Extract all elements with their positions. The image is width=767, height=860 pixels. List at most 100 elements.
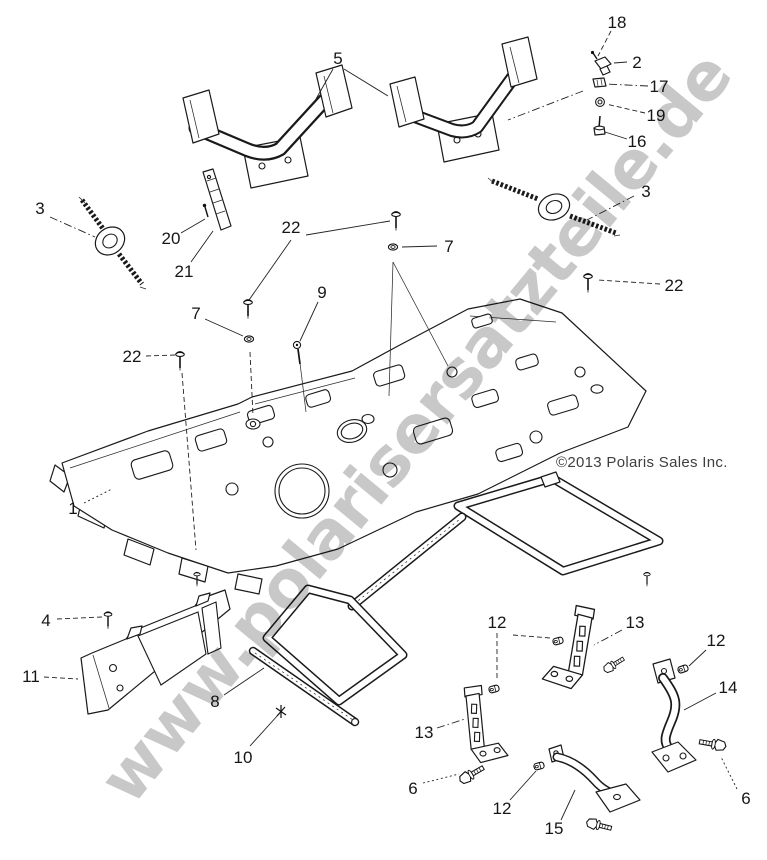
- clip-12-a: [551, 636, 565, 646]
- callout-13-lower: 13: [415, 723, 434, 742]
- callout-6-left: 6: [408, 779, 417, 798]
- bracket-13-lower: [463, 684, 509, 764]
- leader-16: [604, 131, 628, 140]
- screw-22-mid: [174, 350, 186, 372]
- bolt-6-left: [456, 762, 487, 787]
- clip-12-c: [676, 663, 690, 675]
- assembly-line-d: [249, 351, 254, 417]
- callout-5: 5: [333, 49, 342, 68]
- latch-hardware: [590, 50, 612, 76]
- callout-12-a: 12: [488, 613, 507, 632]
- callout-12-b: 12: [707, 631, 726, 650]
- rack-extender-left: [182, 64, 353, 189]
- callout-2: 2: [632, 53, 641, 72]
- leader-7-top: [401, 245, 438, 248]
- clip-12-d: [532, 761, 546, 771]
- bolt-6-right: [698, 735, 728, 753]
- callout-20: 20: [162, 229, 181, 248]
- leader-8: [223, 667, 265, 696]
- leader-17: [605, 83, 649, 87]
- screw-22-center: [242, 298, 254, 320]
- callout-8: 8: [210, 692, 219, 711]
- leader-13-lower: [436, 718, 466, 729]
- callout-22-right: 22: [665, 276, 684, 295]
- screw-4: [103, 611, 113, 630]
- leader-9: [299, 301, 319, 342]
- leader-19: [605, 103, 646, 114]
- bracket-13-upper: [541, 604, 596, 690]
- side-panel: [80, 589, 231, 715]
- leader-6-left: [422, 773, 460, 784]
- leader-22-mid: [145, 354, 176, 357]
- leader-1: [83, 488, 113, 504]
- leader-14: [683, 692, 717, 711]
- leader-12b: [688, 649, 707, 667]
- pin-20: [202, 203, 209, 218]
- callout-11: 11: [22, 667, 40, 686]
- callout-15: 15: [545, 819, 564, 838]
- frame-tube-assembly: [248, 471, 664, 727]
- leader-13-upper: [593, 629, 623, 646]
- callout-12-c: 12: [493, 799, 512, 818]
- tie-down-anchor-left: [78, 196, 147, 290]
- tie-down-anchor-right: [487, 177, 621, 237]
- bolt-16: [593, 115, 606, 136]
- callout-14: 14: [719, 678, 738, 697]
- leader-lines: [43, 30, 738, 821]
- callout-3-left: 3: [35, 199, 44, 218]
- callout-1: 1: [68, 499, 77, 518]
- bolt-13-upper: [601, 654, 627, 676]
- rivet-10: [275, 705, 287, 718]
- leader-11: [43, 676, 79, 680]
- leader-10: [249, 714, 279, 747]
- leader-22-top-a: [305, 220, 391, 236]
- callout-6-right: 6: [741, 789, 750, 808]
- callout-22-top: 22: [282, 218, 301, 237]
- leader-12c: [509, 770, 537, 801]
- leader-5-left: [315, 68, 334, 100]
- washer-19: [595, 97, 605, 107]
- clip-17: [592, 77, 607, 88]
- leader-4: [56, 616, 103, 620]
- callout-10: 10: [234, 748, 253, 767]
- callout-21: 21: [175, 262, 194, 281]
- screw-22-top: [390, 210, 402, 232]
- leader-2: [613, 61, 628, 64]
- callout-labels: 18 2 17 19 16 5 3 20 21 3 22 7 9 7 22 22…: [22, 13, 751, 838]
- callout-19: 19: [647, 106, 666, 125]
- leader-5-right: [343, 68, 389, 97]
- nut-7-top: [387, 243, 399, 251]
- callout-4: 4: [41, 611, 50, 630]
- leader-bracket-to-clip: [507, 90, 584, 121]
- leader-6-right: [720, 756, 738, 790]
- screw-9: [292, 340, 302, 365]
- callout-16: 16: [628, 132, 647, 151]
- rack-extender-right: [389, 36, 538, 163]
- leader-22-right: [597, 279, 661, 285]
- leader-21: [190, 230, 214, 263]
- leader-15: [560, 789, 576, 821]
- callout-17: 17: [650, 77, 669, 96]
- assembly-line-b: [392, 261, 449, 367]
- bracket-15: [548, 744, 641, 813]
- callout-18: 18: [608, 13, 627, 32]
- leader-20: [180, 218, 206, 234]
- callout-9: 9: [317, 283, 326, 302]
- leader-12a-h: [512, 634, 551, 639]
- leader-7-mid: [204, 318, 244, 337]
- bracket-14: [651, 658, 697, 773]
- assembly-line-a: [388, 261, 394, 397]
- nut-7-mid: [243, 335, 255, 343]
- bolt-15: [584, 816, 614, 834]
- callout-13-upper: 13: [626, 613, 645, 632]
- leader-3-left: [49, 216, 96, 238]
- assembly-line-e: [181, 372, 197, 551]
- callout-3-right: 3: [641, 182, 650, 201]
- screw-float-right: [643, 571, 651, 587]
- scuff-strip: [202, 168, 232, 231]
- assembly-line-c: [299, 362, 307, 413]
- main-rack-platform: [49, 298, 647, 595]
- leader-22-top-b: [248, 239, 292, 301]
